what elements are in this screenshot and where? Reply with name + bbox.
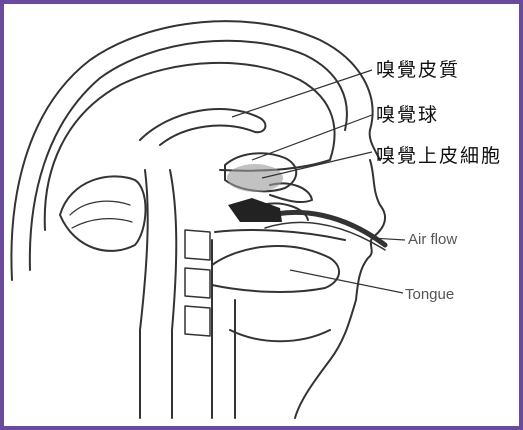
tongue-outline	[212, 246, 339, 292]
face-profile	[295, 160, 385, 418]
olfactory-dark-tissue	[228, 198, 282, 222]
label-olfactory-bulb: 嗅覺球	[376, 100, 439, 127]
scalp-outline	[11, 21, 380, 280]
skull-inner-outline	[30, 41, 347, 270]
brainstem	[140, 170, 148, 418]
leader-tongue	[290, 270, 403, 293]
pharynx	[212, 240, 235, 418]
label-air-flow: Air flow	[408, 231, 457, 248]
vertebrae	[185, 230, 210, 336]
olfactory-epithelium-shading	[227, 164, 283, 192]
jaw	[230, 330, 330, 341]
leader-olfactory-cortex	[232, 70, 372, 117]
label-tongue: Tongue	[405, 286, 454, 303]
cerebellum	[60, 176, 146, 251]
leader-olfactory-bulb	[252, 115, 372, 160]
palate	[215, 230, 345, 240]
label-olfactory-cortex: 嗅覺皮質	[376, 55, 460, 82]
label-olfactory-epithelium: 嗅覺上皮細胞	[376, 141, 502, 168]
corpus-callosum	[140, 109, 265, 145]
